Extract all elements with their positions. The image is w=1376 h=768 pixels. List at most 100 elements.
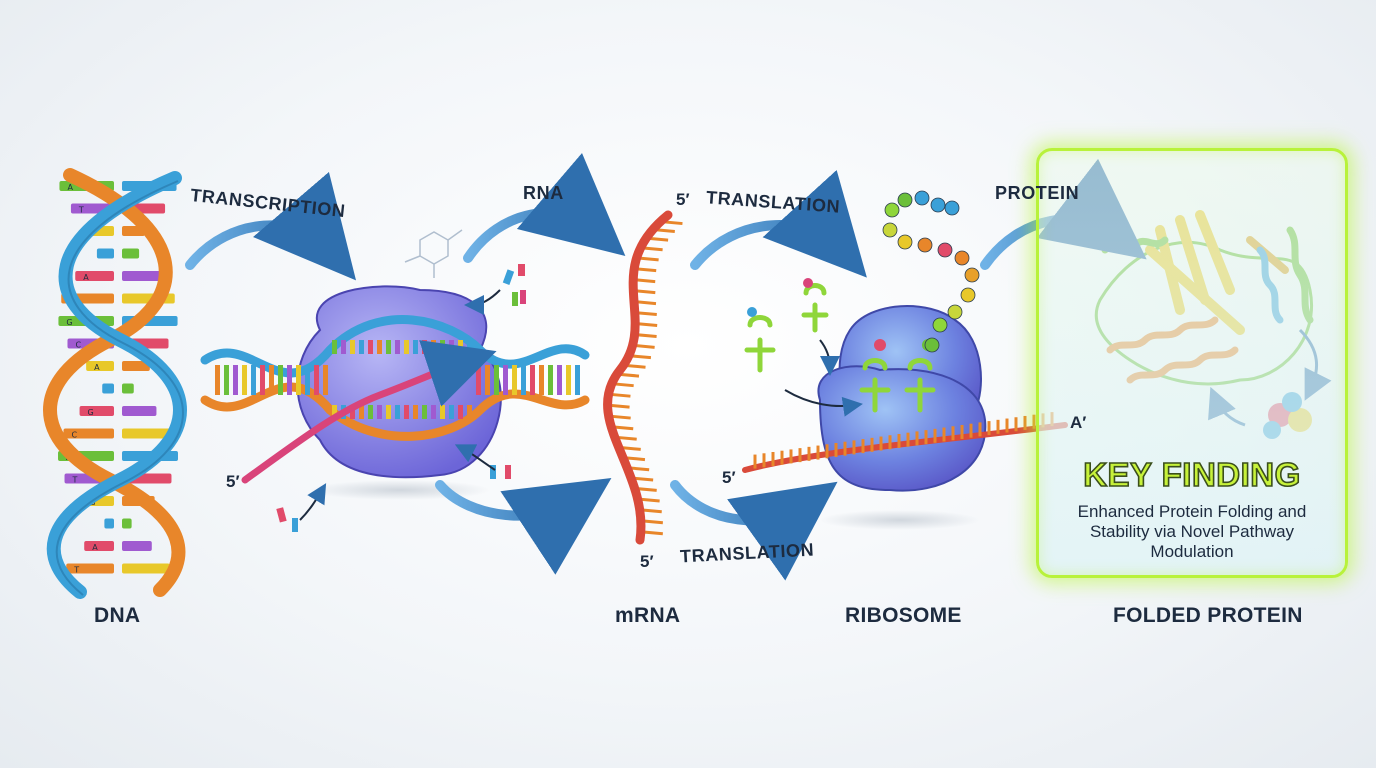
- amino-acid-bead: [897, 234, 913, 250]
- bubble-base: [449, 340, 454, 354]
- dna-base: [122, 518, 132, 529]
- amino-acid-bead: [924, 337, 940, 353]
- bubble-base: [287, 365, 292, 395]
- bubble-base: [395, 340, 400, 354]
- bubble-base: [422, 405, 427, 419]
- key-finding-card: [1036, 148, 1348, 578]
- amino-acid-bead: [884, 202, 900, 218]
- bubble-base: [503, 365, 508, 395]
- amino-acid-bead: [964, 267, 980, 283]
- bubble-base: [377, 340, 382, 354]
- bubble-base: [449, 405, 454, 419]
- stage-label-folded-protein: FOLDED PROTEIN: [1113, 604, 1303, 627]
- mrna-strand: [603, 210, 683, 545]
- bubble-base: [368, 405, 373, 419]
- bubble-base: [467, 405, 472, 419]
- bubble-base: [215, 365, 220, 395]
- bubble-base: [512, 365, 517, 395]
- bubble-base: [359, 405, 364, 419]
- stage-label-mrna: mRNA: [615, 604, 681, 627]
- amino-acid-bead: [937, 242, 953, 258]
- dna-base: [122, 428, 173, 439]
- bubble-base: [530, 365, 535, 395]
- dna-base: [122, 406, 157, 416]
- bubble-base: [458, 405, 463, 419]
- amino-acid-bead: [930, 197, 946, 213]
- dna-base-letter: A: [67, 183, 73, 192]
- dna-base-letter: T: [78, 206, 84, 215]
- amino-acid-bead: [944, 200, 960, 216]
- dna-base: [122, 383, 134, 394]
- dna-base: [75, 271, 114, 281]
- label-5prime-ribosome: 5′: [722, 468, 736, 487]
- amino-acid-bead: [914, 190, 930, 206]
- dna-base-letter: T: [73, 566, 79, 575]
- label-rna: RNA: [523, 183, 564, 203]
- dna-base: [122, 271, 161, 281]
- bubble-base: [242, 365, 247, 395]
- bubble-base: [350, 340, 355, 354]
- bubble-base: [458, 340, 463, 354]
- bubble-base: [368, 340, 373, 354]
- bubble-base: [269, 365, 274, 395]
- amino-acid-bead: [917, 237, 933, 253]
- bubble-base: [359, 340, 364, 354]
- transcription-complex: [200, 229, 590, 532]
- bubble-base: [305, 365, 310, 395]
- ribosome-complex: [742, 190, 1068, 530]
- process-arrows: [185, 153, 1147, 581]
- key-finding-title: KEY FINDING: [1082, 455, 1301, 494]
- amino-acid-bead: [897, 192, 913, 208]
- dna-base: [79, 406, 114, 416]
- label-a-prime-ribosome: A′: [1070, 413, 1087, 432]
- label-protein: PROTEIN: [995, 183, 1080, 203]
- label-5prime-mrna-bottom: 5′: [640, 552, 654, 571]
- bubble-base: [440, 405, 445, 419]
- dna-base-letter: A: [92, 543, 98, 552]
- ribosome-small-subunit: [817, 365, 987, 492]
- bubble-base: [548, 365, 553, 395]
- bubble-base: [332, 405, 337, 419]
- bubble-base: [494, 365, 499, 395]
- dna-base: [104, 518, 114, 529]
- bubble-base: [521, 365, 526, 395]
- dna-base: [66, 563, 114, 574]
- bubble-base: [422, 340, 427, 354]
- bubble-base: [404, 340, 409, 354]
- bubble-base: [467, 340, 472, 354]
- amino-acid-bead: [954, 250, 970, 266]
- dna-strand-blue: [46, 171, 187, 599]
- key-finding-description: Enhanced Protein Folding and Stability v…: [1077, 502, 1307, 561]
- dna-base: [122, 361, 150, 371]
- bubble-base: [557, 365, 562, 395]
- amino-acid-bead: [932, 317, 948, 333]
- amino-acid-bead: [960, 287, 976, 303]
- bubble-base: [539, 365, 544, 395]
- bubble-base: [440, 340, 445, 354]
- dna-strand-orange: [43, 168, 186, 597]
- bubble-base: [278, 365, 283, 395]
- dna-base-letter: A: [83, 273, 89, 282]
- dna-base: [122, 541, 152, 551]
- dna-base: [86, 361, 114, 371]
- arrow-translation-bottom: [670, 480, 838, 581]
- dna-base: [122, 248, 140, 259]
- bubble-base: [386, 340, 391, 354]
- dna-base: [63, 428, 114, 439]
- arrow-rna: [463, 153, 626, 263]
- bubble-base: [431, 405, 436, 419]
- amino-acid-bead: [947, 304, 963, 320]
- label-5prime-transcription: 5′: [226, 472, 240, 491]
- dna-base-letter: G: [66, 318, 72, 327]
- bubble-base-pairs: [215, 340, 580, 419]
- dna-base-letter: C: [75, 341, 81, 350]
- bubble-base: [413, 405, 418, 419]
- bubble-base: [476, 365, 481, 395]
- dna-base-letter: G: [88, 408, 94, 417]
- bubble-base: [386, 405, 391, 419]
- dna-base: [96, 248, 114, 259]
- bubble-base: [260, 365, 265, 395]
- bubble-base: [314, 365, 319, 395]
- dna-base-letter: C: [71, 431, 77, 440]
